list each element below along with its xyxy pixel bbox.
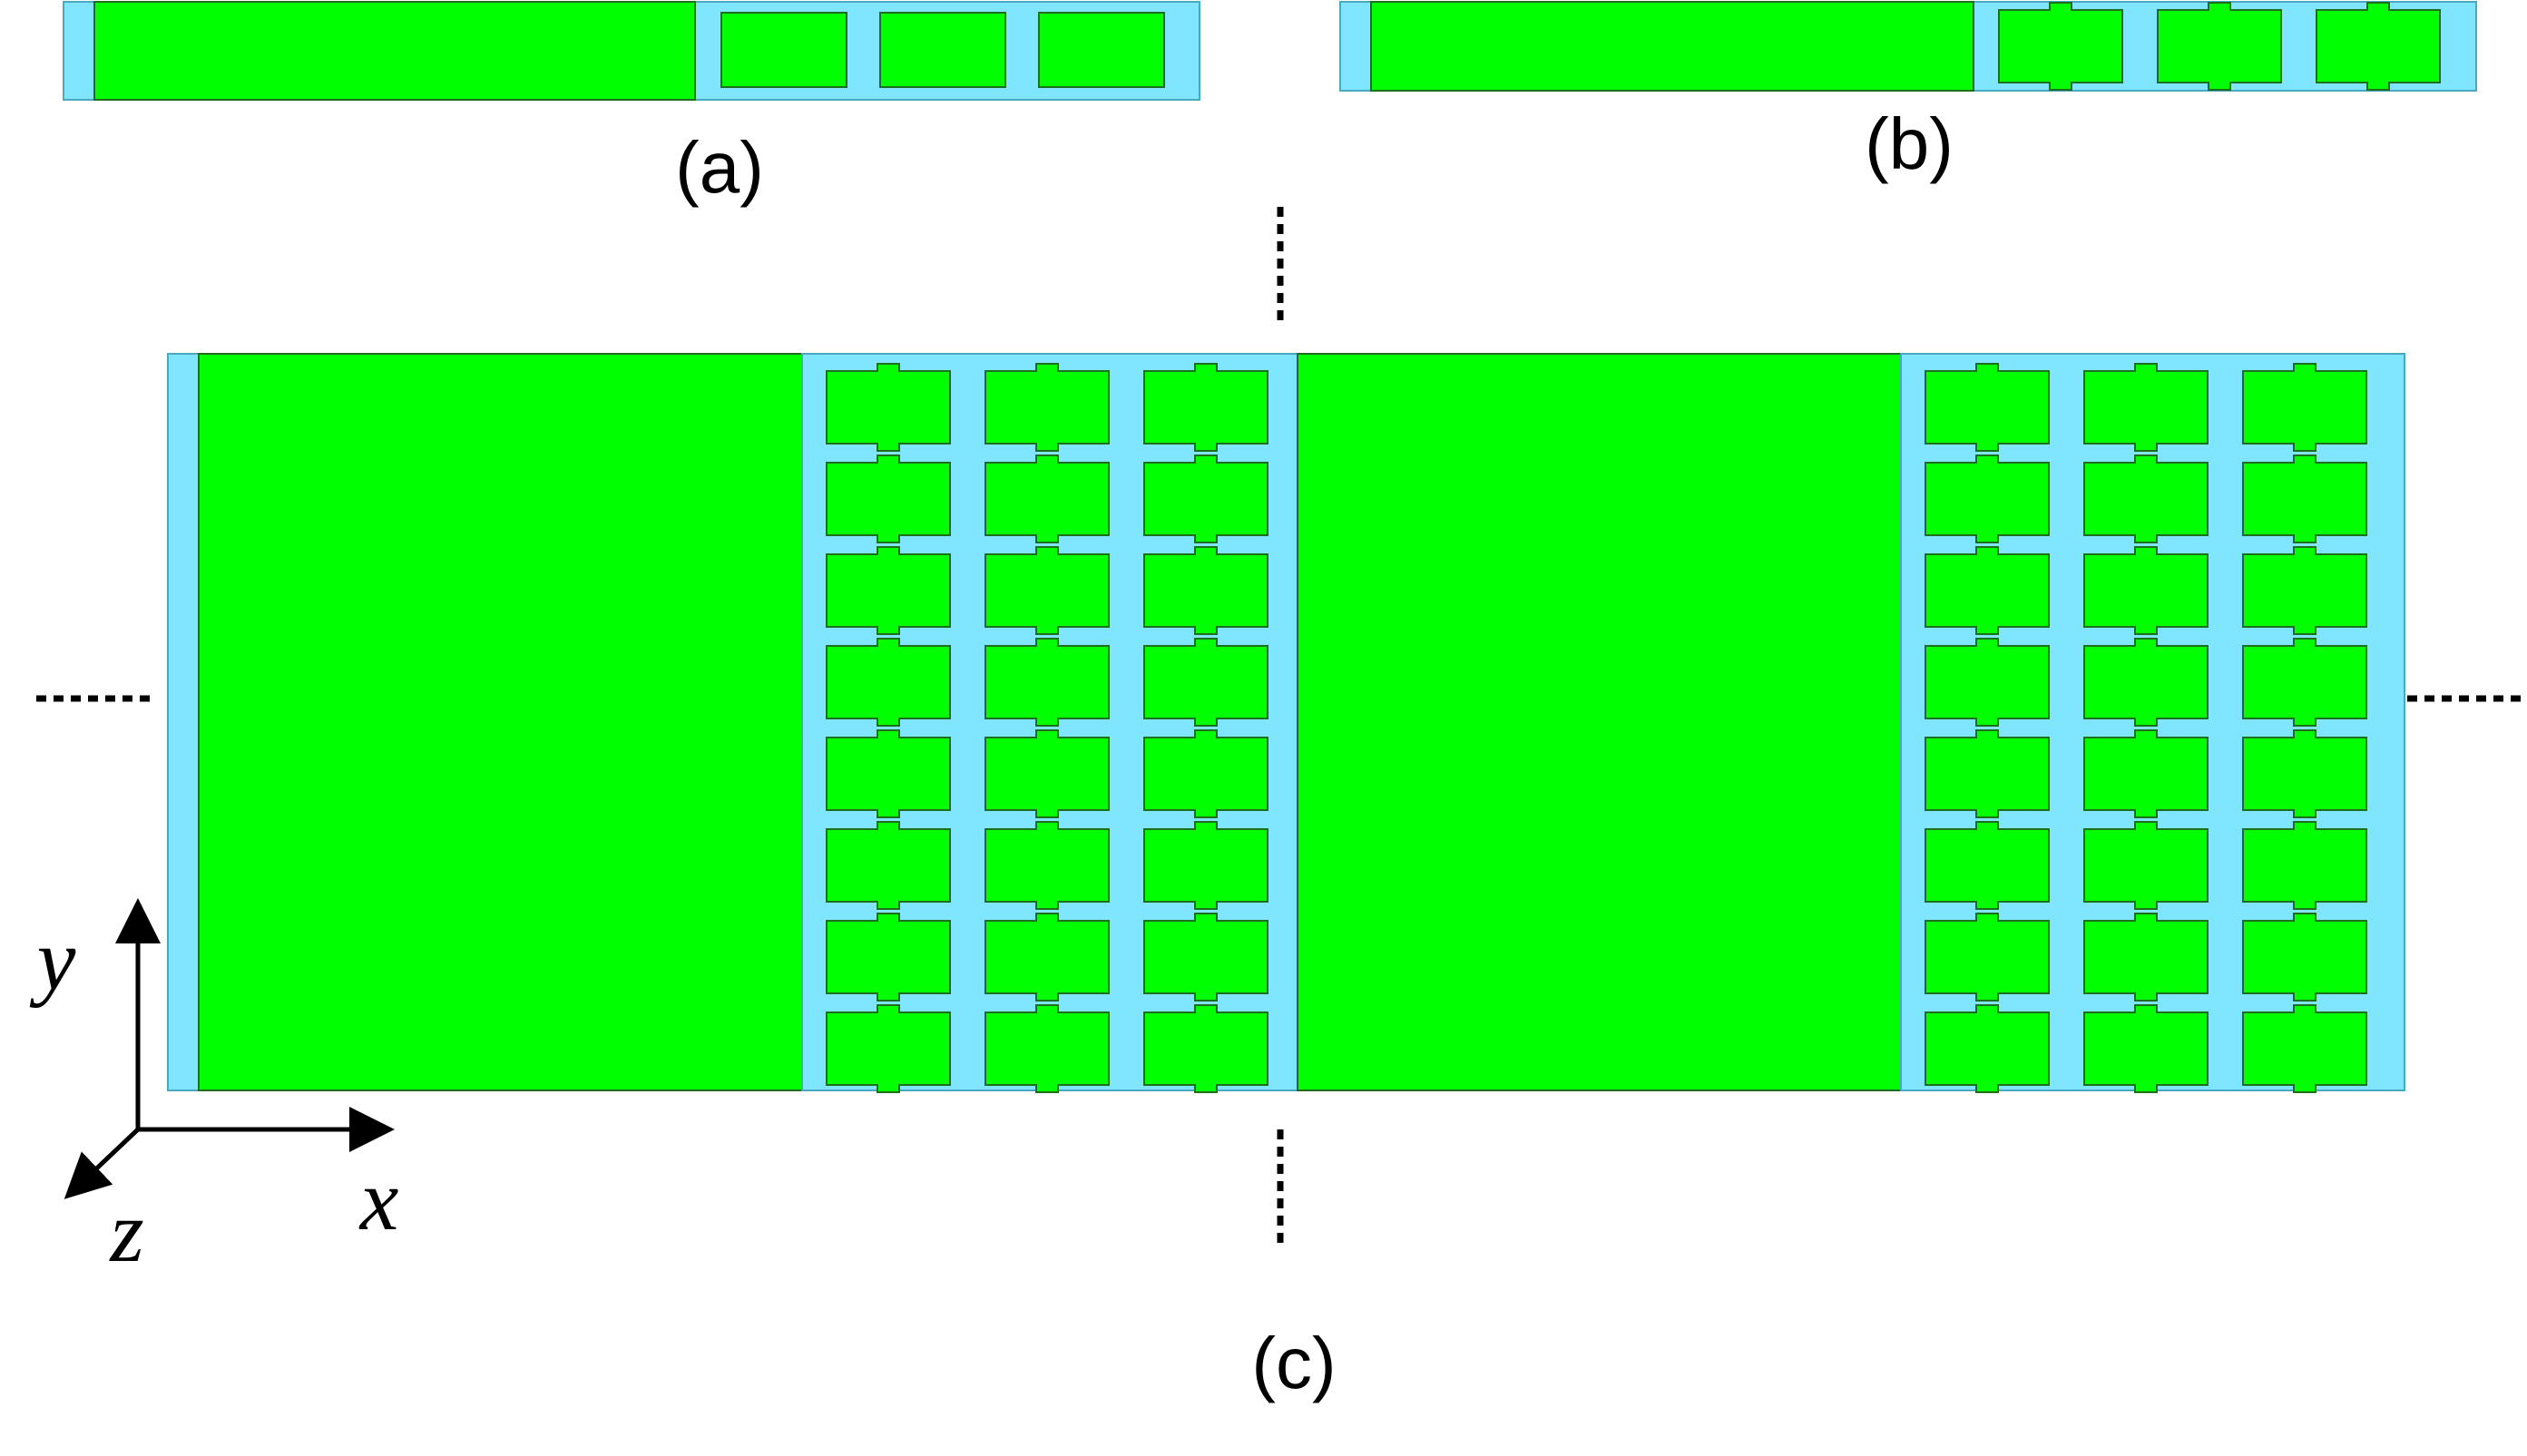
- caption-a: (a): [675, 127, 764, 208]
- panel-c-tabbed-patch-cell: [2083, 821, 2209, 910]
- panel-c-tabbed-patch-cell: [984, 729, 1110, 818]
- panel-c-tabbed-patch-cell: [2083, 1004, 2209, 1093]
- panel-c-tabbed-patch-cell: [2242, 729, 2367, 818]
- panel-c-tabbed-patch-cell: [1925, 821, 2050, 910]
- panel-b-tabbed-patch-cell: [2157, 2, 2282, 91]
- z-axis-label: z: [108, 1183, 143, 1280]
- panel-c-tabbed-patch-cell: [2242, 454, 2367, 543]
- panel-c-tabbed-patch-cell: [2083, 638, 2209, 727]
- panel-c-tabbed-patch-cell: [984, 1004, 1110, 1093]
- panel-c-tabbed-patch-cell: [1143, 913, 1268, 1002]
- panel-c-tabbed-patch-cell: [2242, 821, 2367, 910]
- panel-c-tabbed-patch-cell: [984, 913, 1110, 1002]
- panel-c-tabbed-patch-cell: [2083, 363, 2209, 452]
- panel-c-tabbed-patch-cell: [826, 546, 951, 635]
- panel-c-tabbed-patch-cell: [826, 913, 951, 1002]
- x-axis-label: x: [358, 1151, 399, 1248]
- panel-c-tabbed-patch-cell: [2242, 363, 2367, 452]
- panel-c-tabbed-patch-cell: [2083, 729, 2209, 818]
- panel-c-tabbed-patch-cell: [1925, 546, 2050, 635]
- panel-c-tabbed-patch-cell: [1143, 821, 1268, 910]
- panel-c-tabbed-patch-cell: [826, 1004, 951, 1093]
- panel-c-tabbed-patch-cell: [984, 454, 1110, 543]
- panel-c-tabbed-patch-cell: [1925, 638, 2050, 727]
- panel-b-metal-block: [1370, 1, 1974, 92]
- panel-c-tabbed-patch-cell: [1143, 454, 1268, 543]
- panel-c-tabbed-patch-cell: [984, 363, 1110, 452]
- panel-c-metal-block: [198, 353, 803, 1091]
- panel-c-tabbed-patch-cell: [2242, 913, 2367, 1002]
- panel-c-periodic-structure: [167, 353, 2405, 1093]
- panel-a-patch-cell: [879, 12, 1006, 88]
- panel-c-tabbed-patch-cell: [1143, 546, 1268, 635]
- panel-c-tabbed-patch-cell: [2083, 546, 2209, 635]
- panel-c-tabbed-patch-cell: [984, 638, 1110, 727]
- panel-c-tabbed-patch-cell: [2242, 546, 2367, 635]
- panel-c-tabbed-patch-cell: [984, 546, 1110, 635]
- panel-b-tabbed-patch-cell: [1998, 2, 2123, 91]
- panel-a-patch-cell: [1038, 12, 1165, 88]
- panel-c-tabbed-patch-cell: [2083, 913, 2209, 1002]
- z-axis-arrow: [64, 1128, 140, 1199]
- panel-c-tabbed-patch-cell: [2242, 638, 2367, 727]
- panel-b-unit-strip: [1339, 1, 2477, 92]
- panel-c-tabbed-patch-cell: [1143, 638, 1268, 727]
- y-axis-label: y: [29, 911, 76, 1008]
- panel-c-tabbed-patch-cell: [1143, 363, 1268, 452]
- panel-c-tabbed-patch-cell: [1143, 1004, 1268, 1093]
- panel-c-tabbed-patch-cell: [826, 363, 951, 452]
- panel-c-tabbed-patch-cell: [2242, 1004, 2367, 1093]
- panel-c-tabbed-patch-cell: [1925, 1004, 2050, 1093]
- coordinate-axes: [64, 898, 395, 1199]
- panel-c-metal-block: [1297, 353, 1902, 1091]
- panel-c-tabbed-patch-cell: [1925, 913, 2050, 1002]
- panel-c-tabbed-patch-cell: [984, 821, 1110, 910]
- panel-c-tabbed-patch-cell: [826, 638, 951, 727]
- panel-c-tabbed-patch-cell: [826, 729, 951, 818]
- panel-a-metal-block: [93, 1, 696, 101]
- panel-c-tabbed-patch-cell: [1925, 363, 2050, 452]
- panel-c-tabbed-patch-cell: [2083, 454, 2209, 543]
- panel-c-substrate-edge: [167, 353, 200, 1091]
- panel-a-unit-strip: [63, 1, 1200, 101]
- panel-a-patch-cell: [720, 12, 847, 88]
- caption-c: (c): [1251, 1323, 1336, 1403]
- caption-b: (b): [1865, 103, 1954, 184]
- panel-c-tabbed-patch-cell: [1925, 729, 2050, 818]
- panel-c-tabbed-patch-cell: [826, 454, 951, 543]
- panel-c-tabbed-patch-cell: [826, 821, 951, 910]
- panel-c-tabbed-patch-cell: [1925, 454, 2050, 543]
- panel-c-tabbed-patch-cell: [1143, 729, 1268, 818]
- panel-b-tabbed-patch-cell: [2316, 2, 2441, 91]
